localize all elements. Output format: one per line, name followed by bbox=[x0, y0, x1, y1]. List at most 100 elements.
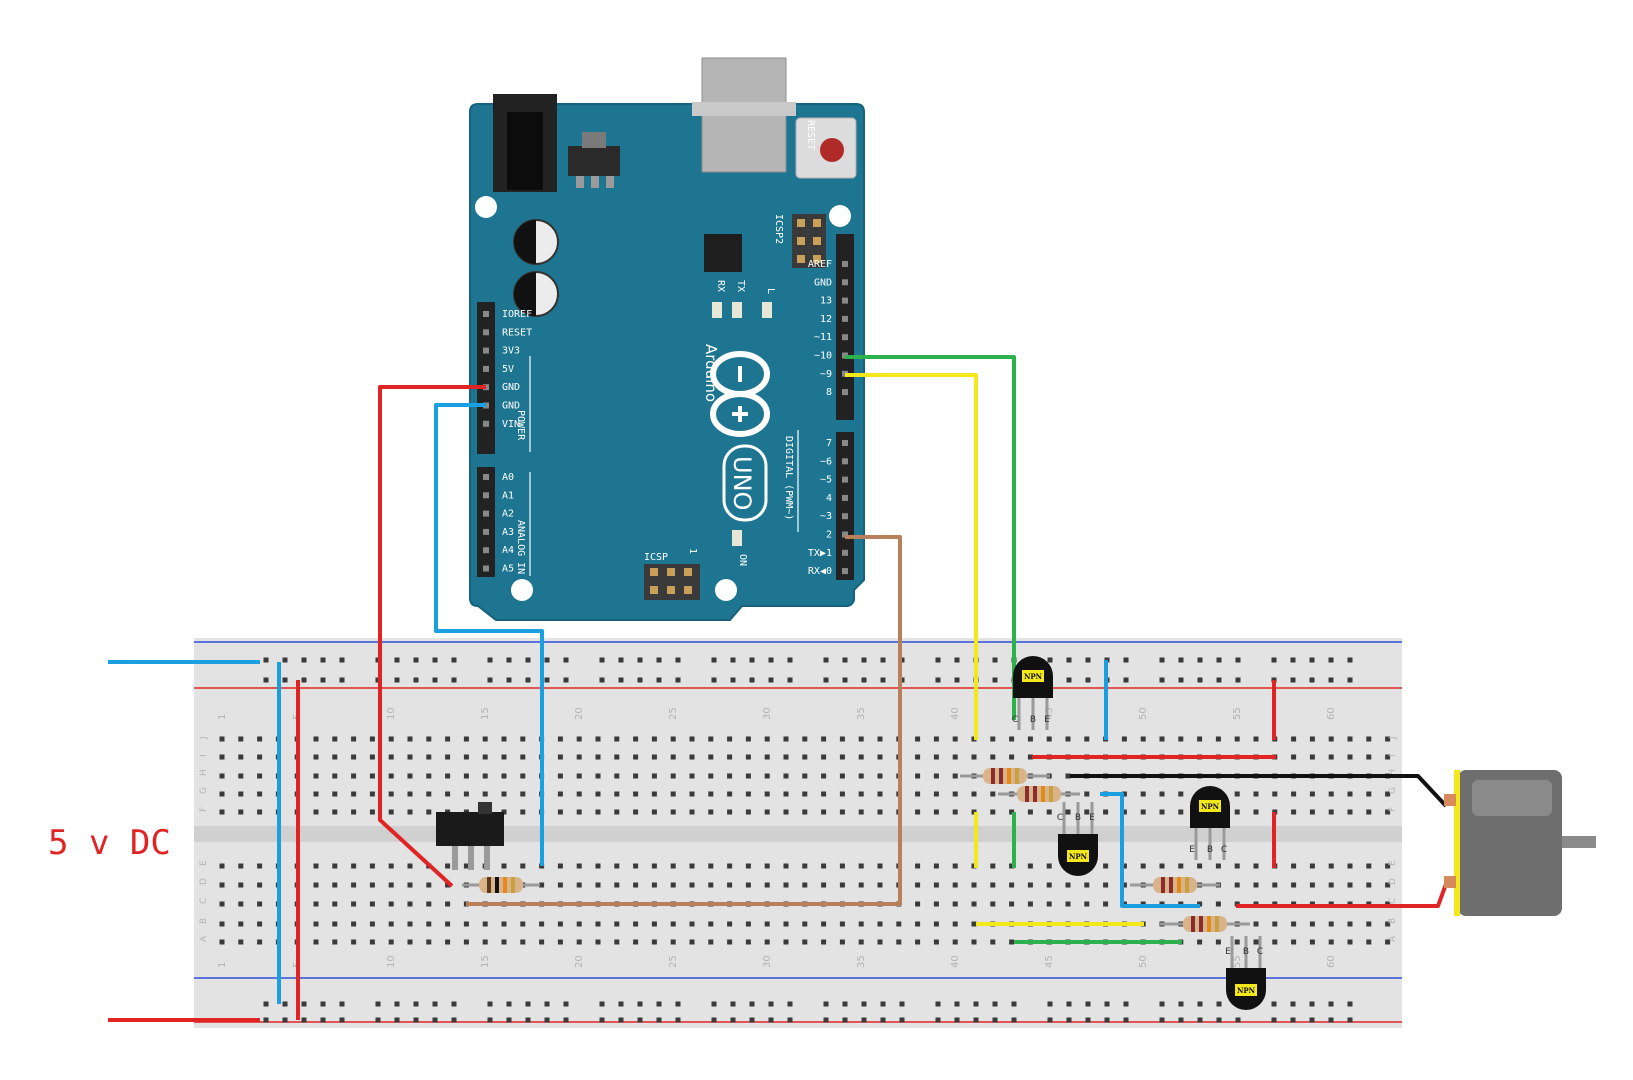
power-pin-label: GND bbox=[502, 401, 520, 412]
slide-switch[interactable] bbox=[436, 802, 504, 870]
digital-pin-socket bbox=[842, 494, 848, 501]
led-tx bbox=[712, 302, 722, 318]
breadboard-hole bbox=[933, 754, 939, 760]
breadboard-hole bbox=[839, 736, 845, 742]
rail-hole bbox=[394, 1017, 400, 1023]
rail-hole bbox=[563, 1017, 569, 1023]
resistor[interactable] bbox=[1160, 916, 1250, 932]
breadboard-hole bbox=[651, 921, 657, 927]
rail-hole bbox=[413, 1017, 419, 1023]
rail-hole bbox=[1271, 1001, 1277, 1007]
breadboard-hole bbox=[1027, 901, 1033, 907]
led-l-label: L bbox=[765, 288, 776, 294]
breadboard-hole bbox=[633, 921, 639, 927]
breadboard-hole bbox=[839, 939, 845, 945]
arduino-5v-wire[interactable] bbox=[378, 385, 486, 888]
rail-hole bbox=[823, 1017, 829, 1023]
arduino-gnd-wire[interactable] bbox=[434, 403, 544, 866]
breadboard-hole bbox=[445, 921, 451, 927]
breadboard-hole bbox=[426, 736, 432, 742]
breadboard-hole bbox=[1121, 863, 1127, 869]
digital-pin-socket bbox=[842, 315, 848, 322]
resistor[interactable] bbox=[998, 786, 1080, 802]
breadboard-hole bbox=[351, 901, 357, 907]
breadboard-hole bbox=[1178, 809, 1184, 815]
breadboard-hole bbox=[576, 939, 582, 945]
column-number-bottom: 10 bbox=[386, 955, 397, 968]
breadboard-hole bbox=[839, 791, 845, 797]
breadboard-hole bbox=[708, 791, 714, 797]
breadboard-hole bbox=[1291, 939, 1297, 945]
breadboard-hole bbox=[501, 863, 507, 869]
rail-hole bbox=[487, 657, 493, 663]
breadboard-hole bbox=[257, 921, 263, 927]
transistor-pin-label: C bbox=[1012, 715, 1018, 725]
dc-motor[interactable] bbox=[1444, 770, 1596, 916]
rail-hole bbox=[320, 677, 326, 683]
breadboard-hole bbox=[407, 863, 413, 869]
led-rx-label: RX bbox=[715, 280, 726, 292]
breadboard-hole bbox=[1272, 791, 1278, 797]
breadboard-hole bbox=[1272, 939, 1278, 945]
breadboard-hole bbox=[351, 882, 357, 888]
motor-black-wire[interactable] bbox=[1070, 774, 1448, 808]
breadboard-hole bbox=[971, 921, 977, 927]
breadboard-hole bbox=[1385, 736, 1391, 742]
pin11-wire[interactable] bbox=[845, 355, 1016, 720]
breadboard-hole bbox=[689, 754, 695, 760]
breadboard-hole bbox=[257, 901, 263, 907]
rail-hole bbox=[935, 1001, 941, 1007]
breadboard-hole bbox=[482, 939, 488, 945]
row-letter-left: E bbox=[199, 860, 209, 866]
breadboard-hole bbox=[614, 863, 620, 869]
resistor[interactable] bbox=[1130, 877, 1220, 893]
breadboard-hole bbox=[633, 773, 639, 779]
breadboard-hole bbox=[802, 863, 808, 869]
breadboard-hole bbox=[1309, 939, 1315, 945]
rail-hole bbox=[1197, 1017, 1203, 1023]
breadboard-hole bbox=[445, 939, 451, 945]
breadboard-hole bbox=[557, 863, 563, 869]
breadboard-hole bbox=[407, 901, 413, 907]
pin10-wire[interactable] bbox=[845, 373, 978, 740]
rail-hole bbox=[451, 1001, 457, 1007]
breadboard-hole bbox=[539, 882, 545, 888]
rail-hole bbox=[749, 1017, 755, 1023]
column-number-bottom: 35 bbox=[856, 955, 867, 968]
breadboard-hole bbox=[1272, 921, 1278, 927]
transistor-label-plate bbox=[1199, 800, 1221, 812]
row-letter-left: G bbox=[199, 787, 209, 794]
breadboard-hole bbox=[990, 901, 996, 907]
pin2-wire[interactable] bbox=[466, 535, 902, 906]
breadboard-hole bbox=[257, 809, 263, 815]
reset-button-cap[interactable] bbox=[820, 138, 844, 162]
breadboard-hole bbox=[557, 882, 563, 888]
rail-hole bbox=[861, 1017, 867, 1023]
breadboard-hole bbox=[1009, 901, 1015, 907]
motor-red-wire[interactable] bbox=[1236, 883, 1448, 908]
breadboard-hole bbox=[745, 791, 751, 797]
breadboard-hole bbox=[557, 754, 563, 760]
rail-hole bbox=[787, 1017, 793, 1023]
breadboard-hole bbox=[351, 921, 357, 927]
jumper-blue-middle[interactable] bbox=[1100, 792, 1200, 908]
rail-hole bbox=[787, 657, 793, 663]
analog-pin-socket bbox=[483, 510, 489, 517]
breadboard-hole bbox=[313, 863, 319, 869]
resistor[interactable] bbox=[462, 877, 540, 893]
rail-hole bbox=[935, 657, 941, 663]
rail-hole bbox=[394, 1001, 400, 1007]
power-pin-label: GND bbox=[502, 382, 520, 393]
breadboard-hole bbox=[1046, 882, 1052, 888]
rail-hole bbox=[1328, 657, 1334, 663]
analog-pin-label: A3 bbox=[502, 527, 514, 538]
rail-hole bbox=[263, 677, 269, 683]
breadboard-hole bbox=[1121, 882, 1127, 888]
resistor[interactable] bbox=[960, 768, 1050, 784]
rail-hole bbox=[823, 657, 829, 663]
rail-hole bbox=[730, 677, 736, 683]
